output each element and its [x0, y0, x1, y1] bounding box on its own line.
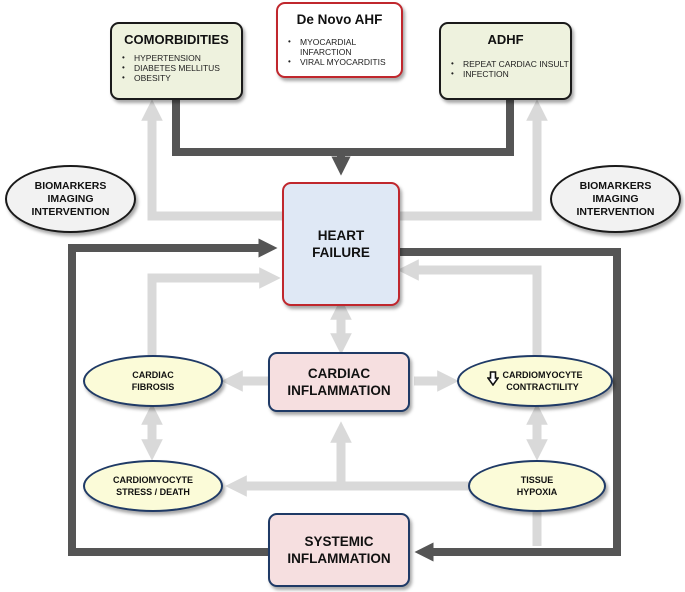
imaging-label: IMAGING — [47, 192, 94, 205]
tissue-hypoxia-oval: TISSUE HYPOXIA — [468, 460, 606, 512]
systemic-inflammation-box: SYSTEMIC INFLAMMATION — [268, 513, 410, 587]
heart-failure-box: HEART FAILURE — [282, 182, 400, 306]
heart-failure-line1: HEART — [317, 228, 365, 243]
cardiomyocyte-stress-line2: STRESS / DEATH — [116, 487, 190, 497]
list-item: OBESITY — [122, 73, 241, 83]
list-item: REPEAT CARDIAC INSULT — [451, 59, 570, 69]
cardiomyocyte-stress-oval: CARDIOMYOCYTE STRESS / DEATH — [83, 460, 223, 512]
systemic-inflammation-line1: SYSTEMIC — [304, 534, 374, 549]
cardiac-inflammation-box: CARDIAC INFLAMMATION — [268, 352, 410, 412]
cardiac-fibrosis-oval: CARDIAC FIBROSIS — [83, 355, 223, 407]
cardiac-fibrosis-line1: CARDIAC — [132, 370, 174, 380]
tissue-hypoxia-line1: TISSUE — [520, 475, 554, 485]
arrow-systemic-to-hf — [68, 238, 278, 556]
de-novo-list: MYOCARDIAL INFARCTION VIRAL MYOCARDITIS — [278, 37, 401, 67]
list-item: DIABETES MELLITUS — [122, 63, 241, 73]
cardiac-inflammation-line2: INFLAMMATION — [287, 383, 391, 398]
dark-connectors — [68, 100, 621, 562]
list-item: HYPERTENSION — [122, 53, 241, 63]
light-connectors — [141, 99, 548, 546]
cardiac-fibrosis-line2: FIBROSIS — [131, 382, 175, 392]
down-arrow-icon — [486, 371, 501, 391]
list-item: INFECTION — [451, 69, 570, 79]
list-item: MYOCARDIAL INFARCTION — [288, 37, 401, 57]
arrow-comorbidities-adhf-to-hf — [172, 100, 514, 156]
intervention-label: INTERVENTION — [576, 205, 655, 218]
biomarkers-oval-left: BIOMARKERS IMAGING INTERVENTION — [5, 165, 136, 233]
de-novo-title: De Novo AHF — [296, 12, 383, 27]
adhf-title: ADHF — [487, 32, 524, 47]
arrow-hf-to-systemic — [400, 248, 621, 562]
cardiomyocyte-contractility-oval: CARDIOMYOCYTE CONTRACTILITY — [457, 355, 613, 407]
heart-failure-line2: FAILURE — [312, 245, 370, 260]
arrow-contractility-to-hf — [397, 259, 542, 362]
systemic-inflammation-line2: INFLAMMATION — [287, 551, 391, 566]
cardiomyocyte-contractility-line1: CARDIOMYOCYTE — [502, 370, 583, 380]
comorbidities-title: COMORBIDITIES — [124, 32, 229, 47]
tissue-hypoxia-line2: HYPOXIA — [516, 487, 558, 497]
arrow-hf-to-comorbidities — [141, 99, 282, 221]
biomarkers-oval-right: BIOMARKERS IMAGING INTERVENTION — [550, 165, 681, 233]
de-novo-ahf-box: De Novo AHF MYOCARDIAL INFARCTION VIRAL … — [276, 2, 403, 78]
arrow-hf-to-adhf — [400, 99, 548, 221]
comorbidities-list: HYPERTENSION DIABETES MELLITUS OBESITY — [112, 53, 241, 83]
cardiac-inflammation-line1: CARDIAC — [307, 366, 371, 381]
cardiomyocyte-stress-line1: CARDIOMYOCYTE — [112, 475, 193, 485]
biomarkers-label: BIOMARKERS — [34, 179, 107, 192]
adhf-box: ADHF REPEAT CARDIAC INSULT INFECTION — [439, 22, 572, 100]
list-item: VIRAL MYOCARDITIS — [288, 57, 401, 67]
imaging-label: IMAGING — [592, 192, 639, 205]
cardiomyocyte-contractility-line2: CONTRACTILITY — [506, 382, 579, 392]
comorbidities-box: COMORBIDITIES HYPERTENSION DIABETES MELL… — [110, 22, 243, 100]
arrow-fibrosis-to-hf — [147, 267, 281, 358]
intervention-label: INTERVENTION — [31, 205, 110, 218]
biomarkers-label: BIOMARKERS — [579, 179, 652, 192]
adhf-list: REPEAT CARDIAC INSULT INFECTION — [441, 59, 570, 79]
